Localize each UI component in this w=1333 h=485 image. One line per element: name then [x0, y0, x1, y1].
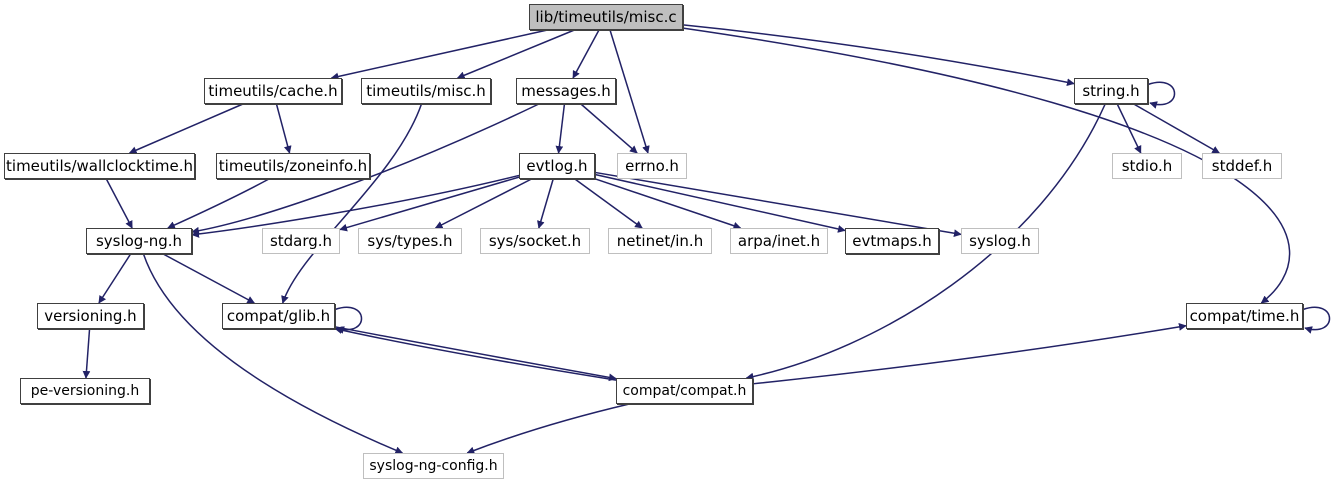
graph-node-label: timeutils/cache.h — [208, 81, 338, 100]
graph-node-netinet[interactable]: netinet/in.h — [608, 228, 712, 254]
graph-node-messages[interactable]: messages.h — [516, 78, 616, 104]
graph-node-ngconfig[interactable]: syslog-ng-config.h — [363, 453, 504, 479]
graph-node-label: evtlog.h — [526, 156, 588, 175]
graph-node-stddef[interactable]: stddef.h — [1202, 153, 1282, 179]
graph-edge — [574, 178, 643, 229]
graph-node-label: pe-versioning.h — [30, 383, 140, 399]
graph-edge — [191, 174, 520, 238]
graph-node-label: compat/time.h — [1189, 306, 1300, 325]
graph-node-time[interactable]: compat/time.h — [1186, 303, 1303, 329]
graph-node-syslogh[interactable]: syslog.h — [961, 228, 1039, 254]
graph-edge — [191, 103, 540, 235]
graph-edge — [330, 29, 548, 81]
graph-node-label: compat/glib.h — [226, 306, 331, 325]
graph-edge — [281, 103, 423, 304]
graph-edge — [609, 29, 650, 154]
graph-node-label: timeutils/misc.h — [366, 81, 486, 100]
graph-node-evtmaps[interactable]: evtmaps.h — [845, 228, 939, 254]
graph-node-label: errno.h — [625, 156, 679, 175]
graph-node-stdio[interactable]: stdio.h — [1112, 153, 1182, 179]
graph-node-systypes[interactable]: sys/types.h — [358, 228, 462, 254]
graph-node-syslogng[interactable]: syslog-ng.h — [86, 228, 192, 254]
graph-node-glib[interactable]: compat/glib.h — [222, 303, 335, 329]
graph-node-label: compat/compat.h — [622, 383, 747, 399]
graph-edge — [128, 103, 244, 154]
graph-node-label: timeutils/zoneinfo.h — [218, 156, 368, 175]
graph-edge — [162, 253, 256, 304]
graph-edge — [334, 306, 363, 334]
graph-node-label: lib/timeutils/misc.c — [535, 7, 677, 26]
graph-edge — [594, 173, 846, 233]
graph-edge — [456, 29, 575, 79]
graph-edge — [82, 328, 91, 379]
graph-edge — [275, 103, 292, 154]
graph-edge — [105, 178, 133, 229]
graph-edge — [555, 103, 566, 154]
graph-edge — [167, 178, 270, 229]
graph-node-tmisc[interactable]: timeutils/misc.h — [361, 78, 491, 104]
graph-edge — [682, 24, 1075, 87]
graph-edge — [98, 253, 132, 304]
graph-node-errno[interactable]: errno.h — [617, 153, 687, 179]
graph-node-label: timeutils/wallclocktime.h — [6, 156, 193, 175]
graph-node-peversioning[interactable]: pe-versioning.h — [20, 378, 150, 404]
graph-node-label: syslog.h — [969, 231, 1031, 250]
graph-node-label: syslog-ng.h — [95, 231, 183, 250]
graph-edge — [1116, 103, 1142, 154]
graph-node-label: evtmaps.h — [852, 231, 932, 250]
graph-edge — [745, 103, 1106, 381]
graph-node-zoneinfo[interactable]: timeutils/zoneinfo.h — [216, 153, 370, 179]
graph-node-label: stdarg.h — [269, 231, 333, 250]
graph-edge — [1147, 81, 1176, 109]
graph-edge — [752, 323, 1187, 385]
graph-edge — [594, 171, 962, 238]
graph-node-label: netinet/in.h — [616, 231, 704, 250]
graph-edge — [594, 178, 742, 230]
graph-node-stringh[interactable]: string.h — [1074, 78, 1148, 104]
graph-node-label: stdio.h — [1121, 156, 1173, 175]
graph-node-versioning[interactable]: versioning.h — [37, 303, 144, 329]
graph-node-cache[interactable]: timeutils/cache.h — [204, 78, 342, 104]
graph-node-label: sys/types.h — [367, 231, 453, 250]
graph-node-label: versioning.h — [44, 306, 137, 325]
graph-node-root[interactable]: lib/timeutils/misc.c — [529, 4, 683, 30]
graph-edge — [537, 178, 554, 229]
graph-edge — [1302, 306, 1331, 334]
graph-node-arpa[interactable]: arpa/inet.h — [730, 228, 828, 254]
graph-node-syssocket[interactable]: sys/socket.h — [480, 228, 590, 254]
graph-edge — [682, 27, 1291, 304]
graph-node-label: syslog-ng-config.h — [369, 458, 498, 474]
graph-edge — [572, 29, 600, 79]
graph-node-wallclock[interactable]: timeutils/wallclocktime.h — [4, 153, 195, 179]
graph-node-label: string.h — [1082, 81, 1140, 100]
graph-edge — [339, 176, 520, 232]
graph-edge — [334, 326, 617, 381]
graph-node-compat[interactable]: compat/compat.h — [616, 378, 753, 404]
graph-edge — [334, 326, 617, 382]
graph-node-stdarg[interactable]: stdarg.h — [262, 228, 340, 254]
graph-edge — [142, 253, 404, 454]
graph-node-label: messages.h — [521, 81, 611, 100]
graph-edge — [466, 403, 630, 455]
graph-node-evtlog[interactable]: evtlog.h — [519, 153, 595, 179]
graph-edge — [580, 103, 638, 154]
graph-node-label: stddef.h — [1211, 156, 1273, 175]
graph-edge — [434, 178, 532, 229]
graph-edge — [1133, 103, 1220, 154]
graph-node-label: arpa/inet.h — [737, 231, 821, 250]
graph-node-label: sys/socket.h — [488, 231, 582, 250]
